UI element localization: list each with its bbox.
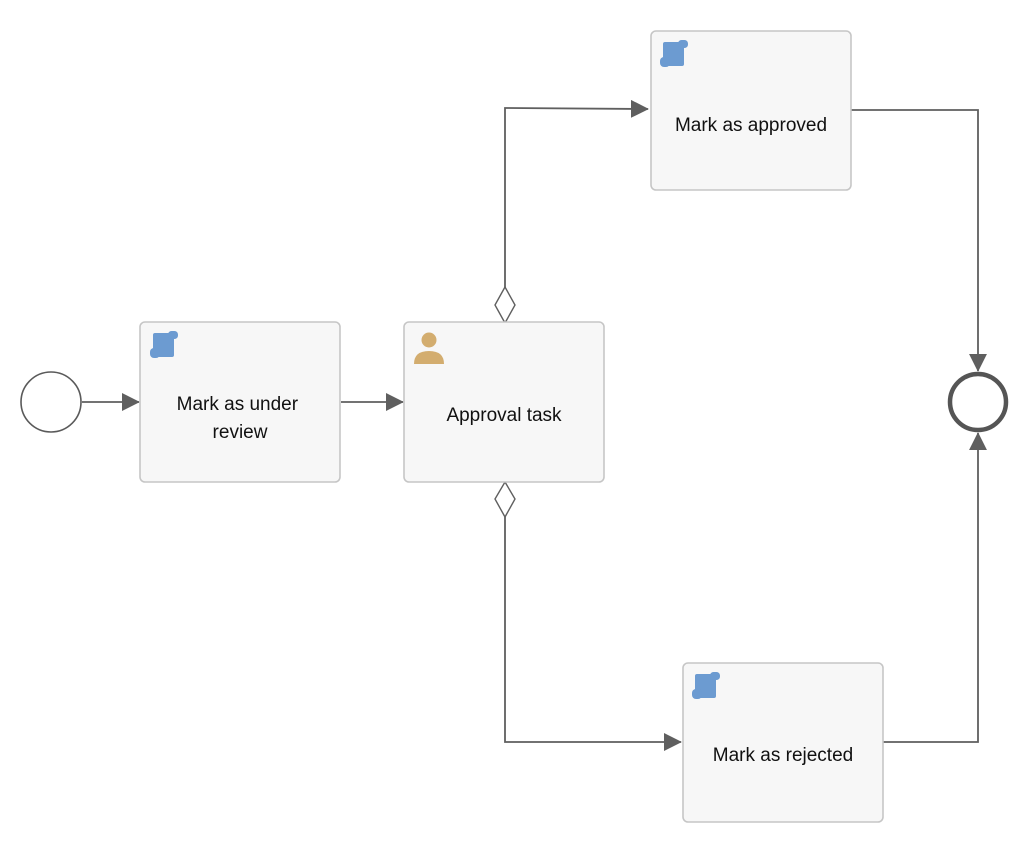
- task-label-line-2: review: [213, 422, 268, 443]
- conditional-flow-diamond-bottom: [494, 480, 516, 519]
- task-label-line-1: Mark as under: [177, 394, 299, 415]
- task-label-line-1: Mark as approved: [675, 115, 827, 136]
- script-icon: [692, 672, 720, 699]
- flow-rejected-to-end[interactable]: [883, 432, 987, 743]
- sequence-flows: [82, 99, 987, 751]
- start-event[interactable]: [20, 371, 82, 433]
- flow-approval-to-rejected[interactable]: [504, 517, 682, 751]
- task-box: [682, 662, 884, 823]
- task-approval[interactable]: Approval task: [403, 321, 605, 483]
- task-mark-approved[interactable]: Mark as approved: [650, 30, 852, 191]
- task-label: Mark as under review: [177, 394, 304, 443]
- task-label: Mark as rejected: [713, 745, 853, 766]
- flow-approval-to-approved[interactable]: [504, 99, 649, 289]
- task-label-line-1: Mark as rejected: [713, 745, 853, 766]
- conditional-flow-diamond-top: [494, 285, 516, 325]
- script-icon: [660, 40, 688, 67]
- task-box: [139, 321, 341, 483]
- task-mark-under-review[interactable]: Mark as under review: [139, 321, 341, 483]
- task-label-line-1: Approval task: [446, 405, 562, 426]
- task-label: Mark as approved: [675, 115, 827, 136]
- flow-approved-to-end[interactable]: [851, 109, 987, 372]
- task-mark-rejected[interactable]: Mark as rejected: [682, 662, 884, 823]
- task-box: [650, 30, 852, 191]
- task-box: [403, 321, 605, 483]
- script-icon: [150, 331, 178, 358]
- task-label: Approval task: [446, 405, 562, 426]
- end-event[interactable]: [947, 371, 1009, 433]
- user-icon: [414, 332, 444, 364]
